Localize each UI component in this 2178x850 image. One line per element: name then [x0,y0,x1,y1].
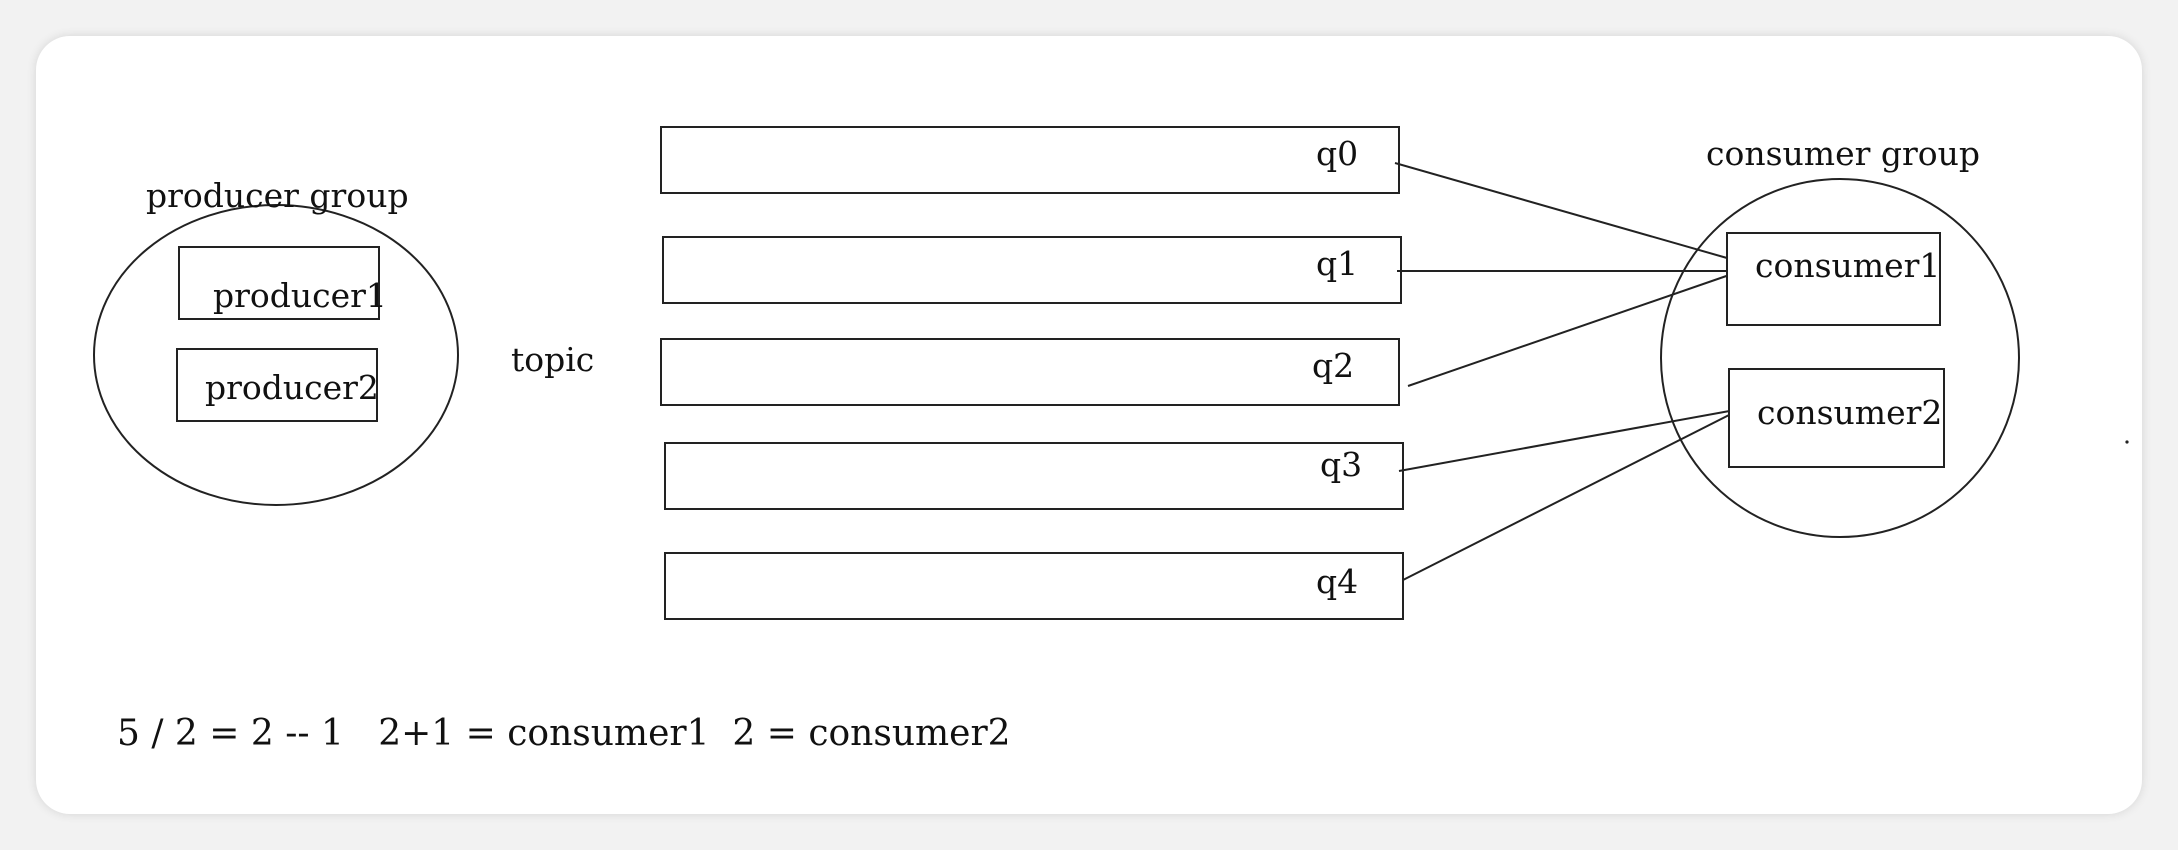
consumer1-label: consumer1 [1755,246,1940,285]
queue-q3-box [664,442,1404,510]
stray-dot [2125,440,2129,444]
producer2-label: producer2 [205,368,379,407]
topic-queues: q0 q1 q2 q3 q4 [660,126,1404,620]
queue-q1-label: q1 [1316,244,1358,283]
consumer2-box [1728,368,1945,468]
producer-group-ellipse [93,204,459,506]
producer2-box [176,348,378,422]
allocation-formula: 5 / 2 = 2 -- 1 2+1 = consumer1 2 = consu… [117,713,1011,754]
queue-q4-label: q4 [1316,562,1358,601]
queue-q2-box [660,338,1400,406]
line-q3-consumer2 [1398,409,1736,472]
queue-q2-label: q2 [1312,346,1354,385]
producer1-box [178,246,380,320]
consumer-group-label: consumer group [1706,134,1980,173]
consumer2-label: consumer2 [1757,393,1942,432]
consumer-group: consumer group consumer1 consumer2 [1660,134,2020,538]
queue-q4-box [664,552,1404,620]
producer-group: producer group producer1 producer2 [93,176,459,506]
consumer1-box [1726,232,1941,326]
line-q0-consumer1 [1394,162,1728,259]
assignment-lines [1394,162,1736,581]
producer-group-label: producer group [146,176,409,215]
producer1-label: producer1 [213,276,387,315]
topic-label: topic [511,340,594,379]
queue-q0-label: q0 [1316,134,1358,173]
queue-q0-box [660,126,1400,194]
line-q2-consumer1 [1407,272,1736,387]
queue-q1-box [662,236,1402,304]
line-q4-consumer2 [1402,411,1736,581]
consumer-group-ellipse [1660,178,2020,538]
queue-q3-label: q3 [1320,445,1362,484]
